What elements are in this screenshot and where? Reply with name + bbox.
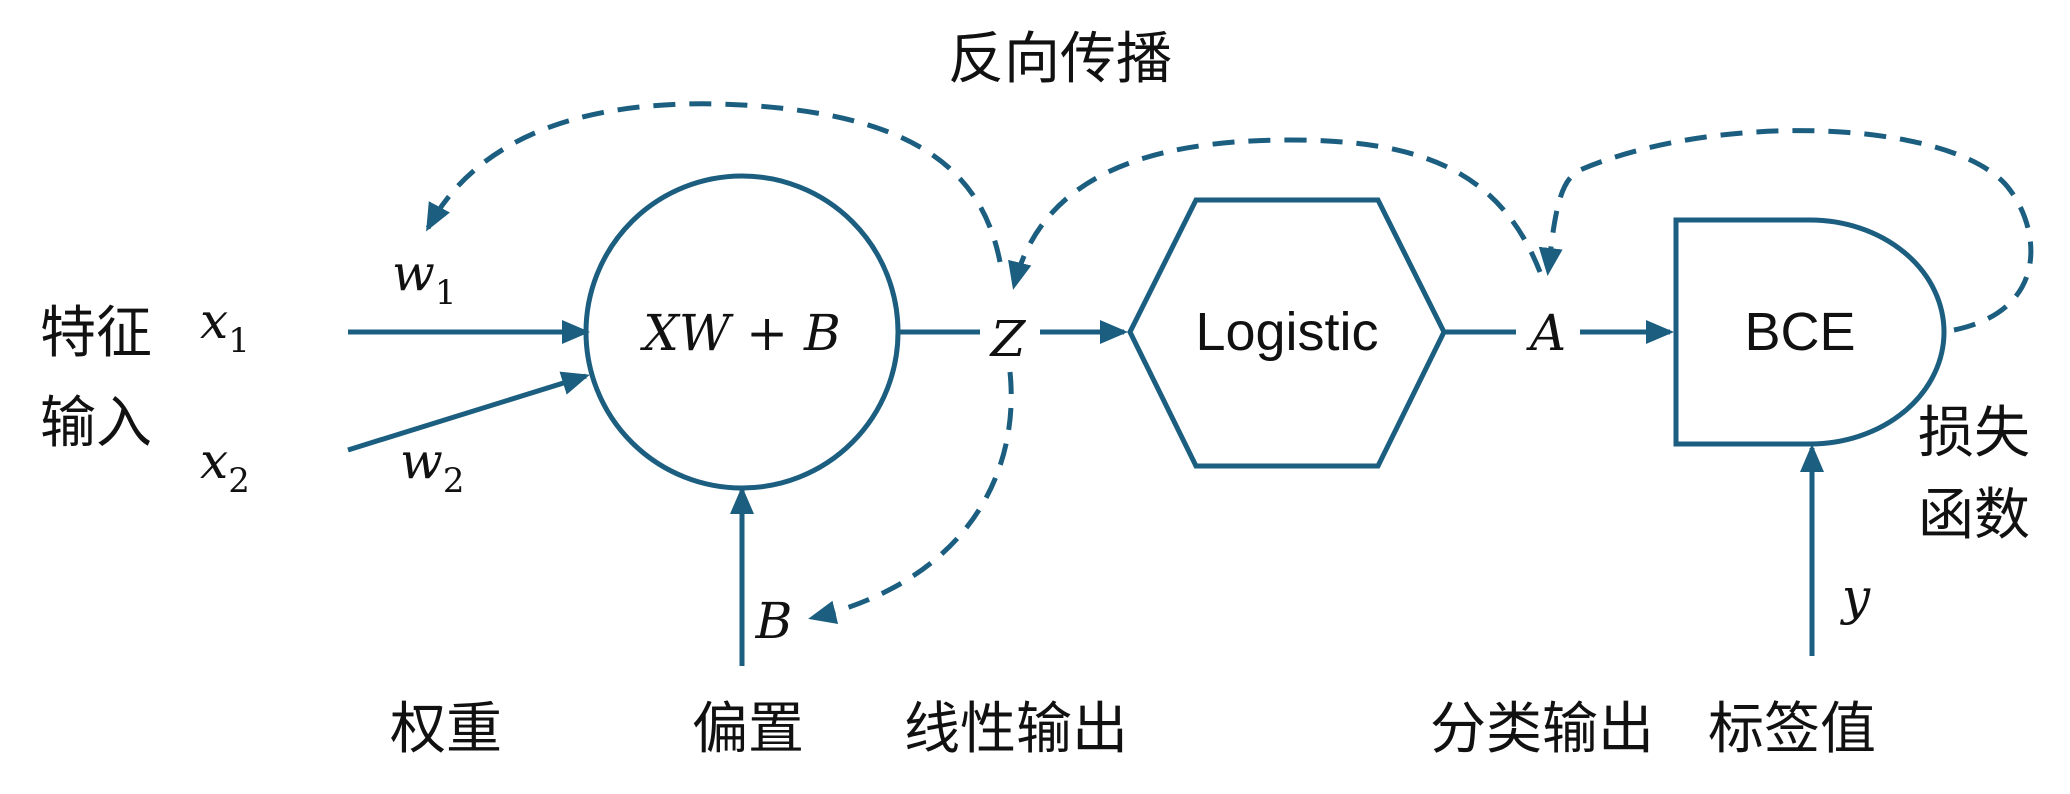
linear-node-label: XW + B — [639, 304, 840, 362]
diagram-title: 反向传播 — [948, 27, 1172, 92]
feature-input-label-line1: 特征 — [40, 301, 152, 366]
feature-input-label-line2: 输入 — [40, 391, 152, 456]
bottom-label-class-output: 分类输出 — [1430, 697, 1654, 762]
loss-caption-line2: 函数 — [1918, 483, 2030, 548]
loss-caption-line1: 损失 — [1918, 401, 2030, 466]
logistic-node-label: Logistic — [1195, 302, 1378, 362]
backprop-arc-z-to-b — [808, 371, 1014, 625]
backprop-arc-bce-to-a — [1538, 128, 2034, 333]
bottom-label-label-value: 标签值 — [1708, 697, 1876, 762]
bias-symbol: B — [755, 592, 793, 650]
weight-w1: w1 — [392, 244, 456, 313]
bce-node-label: BCE — [1744, 302, 1855, 362]
bottom-label-bias: 偏置 — [692, 697, 804, 762]
bce-node-shape — [1673, 217, 1947, 447]
y-symbol: y — [1840, 568, 1871, 626]
bottom-label-linear-output: 线性输出 — [904, 697, 1128, 762]
input-x2: x2 — [200, 432, 250, 501]
input-x2-arrow — [347, 371, 590, 453]
input-x1: x1 — [200, 292, 250, 361]
backprop-arc-a-to-z — [1008, 137, 1543, 290]
z-symbol: Z — [989, 310, 1027, 368]
a-symbol: A — [1526, 304, 1566, 362]
weight-w2: w2 — [400, 432, 464, 501]
backprop-arc-z-to-w1 — [425, 101, 1003, 263]
bottom-label-weights: 权重 — [390, 697, 502, 762]
